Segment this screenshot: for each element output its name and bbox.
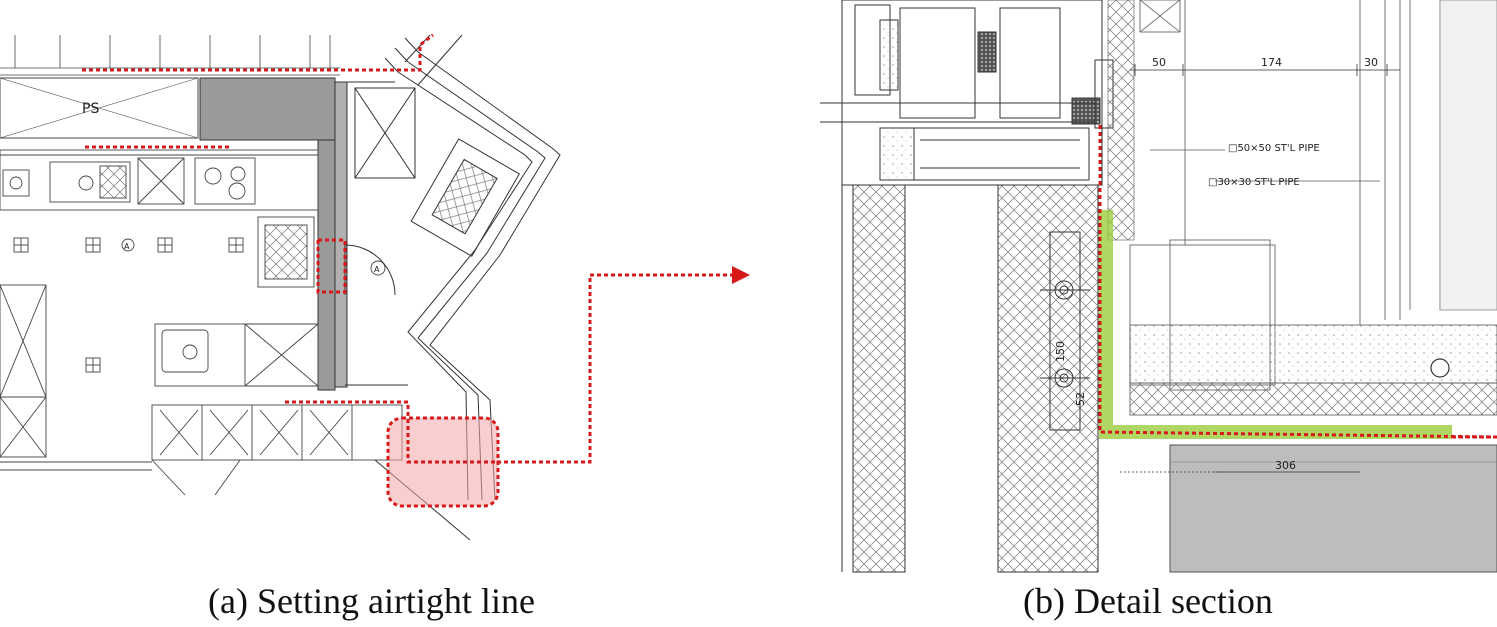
caption-a: (a) Setting airtight line <box>208 581 535 621</box>
dim-52-label: 52 <box>1074 392 1087 406</box>
insulation-band <box>1099 210 1452 439</box>
floor-insulation <box>1129 382 1497 416</box>
concrete-slab <box>1169 444 1497 573</box>
wall-mass-right <box>334 81 348 388</box>
dim-306-label: 306 <box>1275 459 1296 472</box>
marker-a-label-2: A <box>374 265 380 274</box>
angled-exterior-wall <box>344 34 561 541</box>
arrow-head <box>732 266 750 284</box>
detail-section-panel: 150 52 <box>820 0 1497 573</box>
dim-174-label: 174 <box>1261 56 1282 69</box>
marker-a-label: A <box>124 242 130 251</box>
interior-framing <box>1129 0 1497 391</box>
window-frame <box>820 0 1114 572</box>
wall-mass-top <box>199 77 336 141</box>
wall-hatch-strip <box>1107 0 1135 241</box>
ps-shaft: PS <box>0 77 199 139</box>
storage-row <box>0 404 403 496</box>
top-window-strip <box>0 35 340 76</box>
dim-30-label: 30 <box>1364 56 1378 69</box>
pipe-30-label: □30×30 ST'L PIPE <box>1208 177 1300 188</box>
hatched-block-left <box>852 184 906 573</box>
anchor-bolts <box>1040 231 1090 431</box>
dimension-lines <box>1120 64 1400 473</box>
ceiling-fixtures <box>13 237 386 373</box>
left-cabinet <box>0 284 47 458</box>
dim-150-label: 150 <box>1054 341 1067 362</box>
floor-plan-panel: PS <box>0 33 750 541</box>
dim-50-label: 50 <box>1152 56 1166 69</box>
wall-mass-vertical <box>317 139 336 391</box>
sink-counter <box>154 323 319 387</box>
pipe-50-label: □50×50 ST'L PIPE <box>1228 143 1320 154</box>
airtight-line-plan <box>82 33 735 464</box>
kitchen-counter <box>0 149 319 211</box>
ps-label: PS <box>82 101 99 117</box>
fridge-unit <box>257 216 315 288</box>
caption-b: (b) Detail section <box>1023 581 1273 621</box>
floor-pipe-icon <box>1430 358 1450 378</box>
